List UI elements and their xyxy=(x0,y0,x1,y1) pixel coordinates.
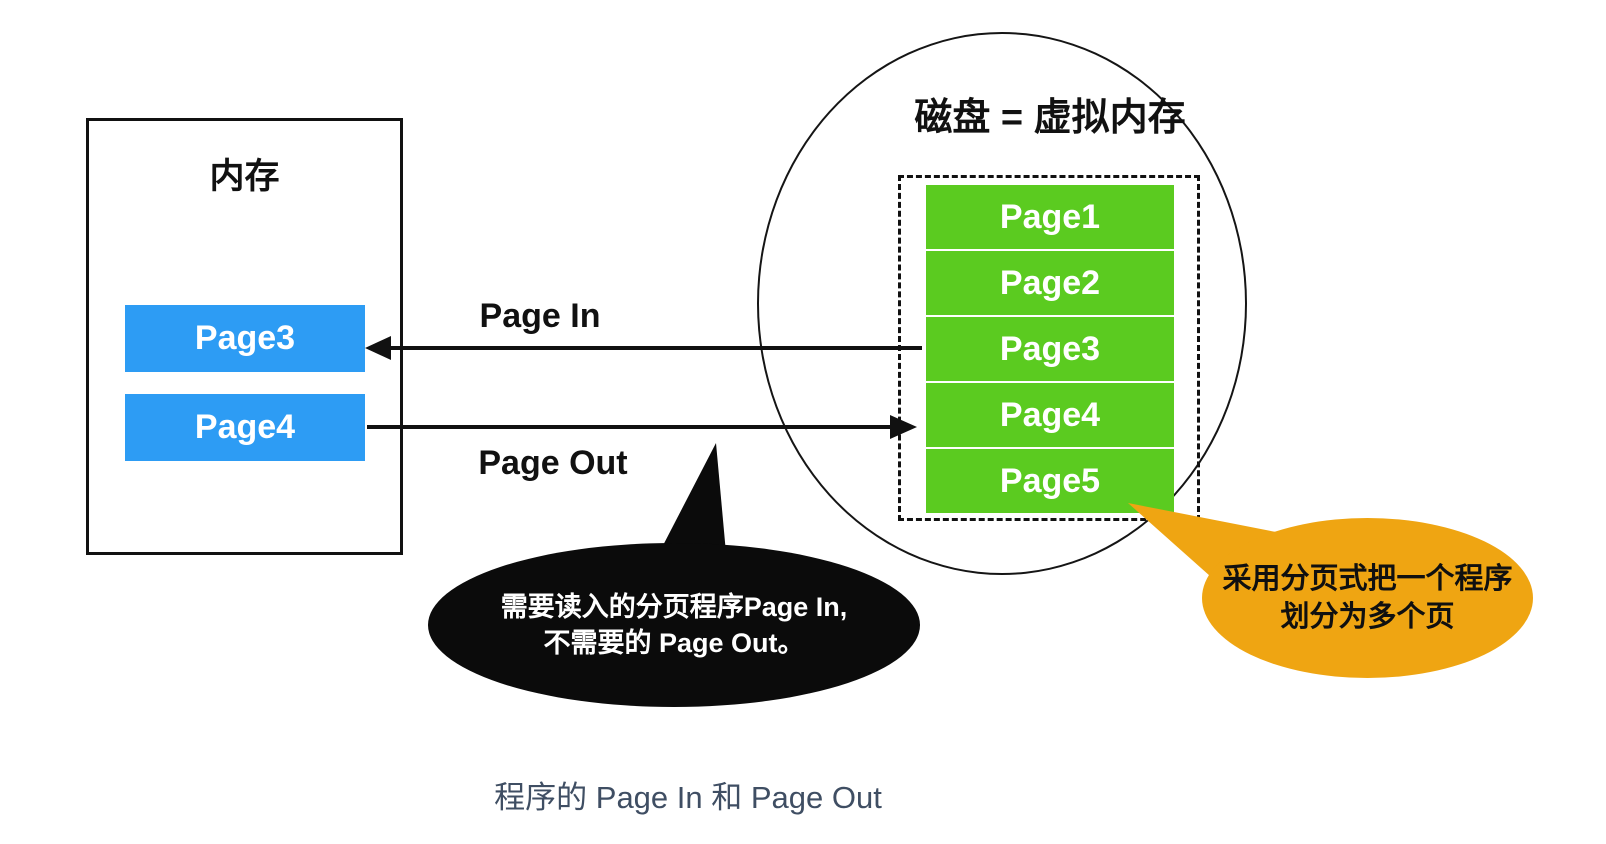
disk-page-page1: Page1 xyxy=(926,185,1174,249)
callout-page-in-out-line2: 不需要的 Page Out。 xyxy=(543,628,805,658)
memory-box xyxy=(86,118,403,555)
memory-page-page3: Page3 xyxy=(125,305,365,372)
callout-page-in-out-line1: 需要读入的分页程序Page In, xyxy=(500,591,848,622)
black-callout-tail xyxy=(657,443,726,557)
callout-paging: 采用分页式把一个程序 划分为多个页 xyxy=(1202,518,1533,678)
memory-page-page4: Page4 xyxy=(125,394,365,461)
callout-paging-line1: 采用分页式把一个程序 xyxy=(1222,562,1513,595)
disk-page-page2: Page2 xyxy=(926,251,1174,315)
disk-page-page4: Page4 xyxy=(926,383,1174,447)
disk-page-page5: Page5 xyxy=(926,449,1174,513)
memory-title: 内存 xyxy=(209,157,280,196)
disk-circle xyxy=(757,32,1247,575)
page-out-label: Page Out xyxy=(478,444,628,482)
page-in-label: Page In xyxy=(479,297,601,335)
disk-page-stack: Page1 Page2 Page3 Page4 Page5 xyxy=(926,185,1174,513)
disk-title: 磁盘 = 虚拟内存 xyxy=(914,97,1186,139)
callout-paging-line2: 划分为多个页 xyxy=(1280,601,1455,633)
callout-page-in-out: 需要读入的分页程序Page In, 不需要的 Page Out。 xyxy=(428,543,920,707)
disk-page-page3: Page3 xyxy=(926,317,1174,381)
figure-caption: 程序的 Page In 和 Page Out xyxy=(494,780,882,815)
